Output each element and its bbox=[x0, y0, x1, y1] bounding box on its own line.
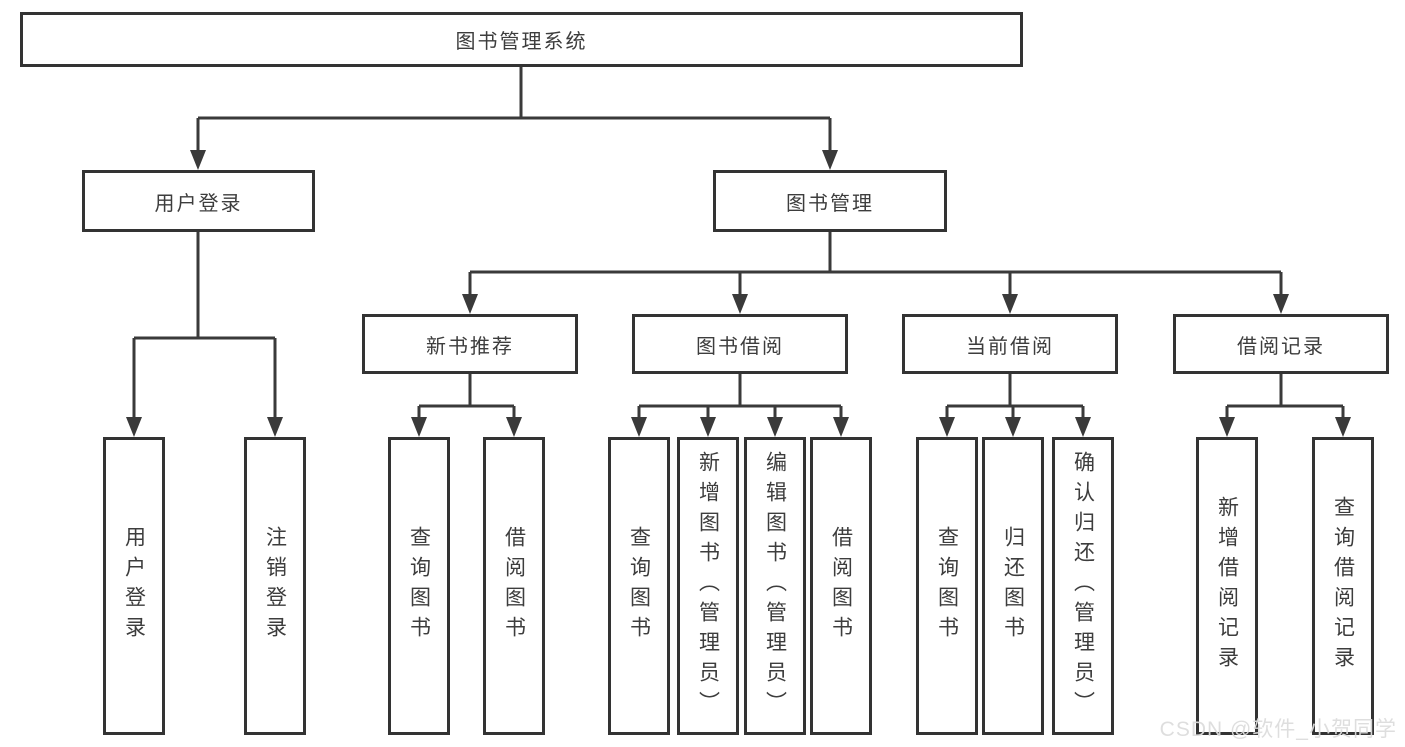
leaf-edit-books-admin: 编辑图书（管理员） bbox=[744, 437, 806, 735]
arrow-down-icon bbox=[126, 417, 142, 437]
arrow-down-icon bbox=[1273, 294, 1289, 314]
leaf-label: 用户登录 bbox=[122, 526, 146, 646]
arrow-down-icon bbox=[462, 294, 478, 314]
node-book-borrow-label: 图书借阅 bbox=[696, 335, 784, 358]
node-book-management-label: 图书管理 bbox=[786, 192, 874, 215]
leaf-label: 编辑图书（管理员） bbox=[763, 451, 787, 721]
connector-borrow-to-leaves bbox=[637, 374, 843, 419]
leaf-label: 查询图书 bbox=[627, 526, 651, 646]
arrowheads-level2 bbox=[190, 150, 838, 170]
arrow-down-icon bbox=[1002, 294, 1018, 314]
leaf-label: 借阅图书 bbox=[829, 526, 853, 646]
leaf-add-books-admin: 新增图书（管理员） bbox=[677, 437, 739, 735]
node-root: 图书管理系统 bbox=[20, 12, 1023, 67]
node-borrow-records-label: 借阅记录 bbox=[1237, 335, 1325, 358]
arrow-down-icon bbox=[506, 417, 522, 437]
arrow-down-icon bbox=[411, 417, 427, 437]
leaf-label: 查询图书 bbox=[935, 526, 959, 646]
leaf-label: 查询借阅记录 bbox=[1331, 496, 1355, 676]
node-new-book-recommend-label: 新书推荐 bbox=[426, 335, 514, 358]
node-borrow-records: 借阅记录 bbox=[1173, 314, 1389, 374]
arrow-down-icon bbox=[939, 417, 955, 437]
leaf-label: 确认归还（管理员） bbox=[1071, 451, 1095, 721]
arrow-down-icon bbox=[190, 150, 206, 170]
arrow-down-icon bbox=[767, 417, 783, 437]
arrowheads-current bbox=[939, 417, 1091, 437]
leaf-label: 归还图书 bbox=[1001, 526, 1025, 646]
connector-bookmgmt-to-level3 bbox=[468, 232, 1283, 296]
leaf-label: 查询图书 bbox=[407, 526, 431, 646]
leaf-add-borrow-record: 新增借阅记录 bbox=[1196, 437, 1258, 735]
connector-records-to-leaves bbox=[1225, 374, 1345, 419]
leaf-query-books-3: 查询图书 bbox=[916, 437, 978, 735]
node-current-borrow: 当前借阅 bbox=[902, 314, 1118, 374]
leaf-label: 注销登录 bbox=[263, 526, 287, 646]
arrow-down-icon bbox=[1005, 417, 1021, 437]
arrow-down-icon bbox=[267, 417, 283, 437]
leaf-query-borrow-record: 查询借阅记录 bbox=[1312, 437, 1374, 735]
node-new-book-recommend: 新书推荐 bbox=[362, 314, 578, 374]
node-book-borrow: 图书借阅 bbox=[632, 314, 848, 374]
arrowheads-userlogin bbox=[126, 417, 283, 437]
leaf-label: 新增图书（管理员） bbox=[696, 451, 720, 721]
arrow-down-icon bbox=[822, 150, 838, 170]
leaf-borrow-books-1: 借阅图书 bbox=[483, 437, 545, 735]
arrow-down-icon bbox=[700, 417, 716, 437]
node-root-label: 图书管理系统 bbox=[455, 31, 588, 53]
leaf-borrow-books-2: 借阅图书 bbox=[810, 437, 872, 735]
arrow-down-icon bbox=[1335, 417, 1351, 437]
leaf-label: 借阅图书 bbox=[502, 526, 526, 646]
arrowheads-borrow bbox=[631, 417, 849, 437]
leaf-logout: 注销登录 bbox=[244, 437, 306, 735]
node-book-management: 图书管理 bbox=[713, 170, 947, 232]
arrow-down-icon bbox=[732, 294, 748, 314]
leaf-confirm-return-admin: 确认归还（管理员） bbox=[1052, 437, 1114, 735]
arrowheads-records bbox=[1219, 417, 1351, 437]
leaf-query-books-1: 查询图书 bbox=[388, 437, 450, 735]
connector-current-to-leaves bbox=[945, 374, 1085, 419]
arrow-down-icon bbox=[1219, 417, 1235, 437]
connector-root-to-level2 bbox=[196, 67, 832, 152]
arrow-down-icon bbox=[833, 417, 849, 437]
arrowheads-newbooks bbox=[411, 417, 522, 437]
arrow-down-icon bbox=[1075, 417, 1091, 437]
leaf-label: 新增借阅记录 bbox=[1215, 496, 1239, 676]
node-current-borrow-label: 当前借阅 bbox=[966, 335, 1054, 358]
node-user-login: 用户登录 bbox=[82, 170, 315, 232]
csdn-watermark: CSDN @软件_小贺同学 bbox=[1159, 718, 1397, 741]
connector-newbooks-to-leaves bbox=[417, 374, 516, 419]
arrowheads-level3 bbox=[462, 294, 1289, 314]
leaf-user-login: 用户登录 bbox=[103, 437, 165, 735]
leaf-query-books-2: 查询图书 bbox=[608, 437, 670, 735]
node-user-login-label: 用户登录 bbox=[154, 192, 243, 215]
arrow-down-icon bbox=[631, 417, 647, 437]
connector-userlogin-to-leaves bbox=[132, 232, 277, 419]
leaf-return-books: 归还图书 bbox=[982, 437, 1044, 735]
